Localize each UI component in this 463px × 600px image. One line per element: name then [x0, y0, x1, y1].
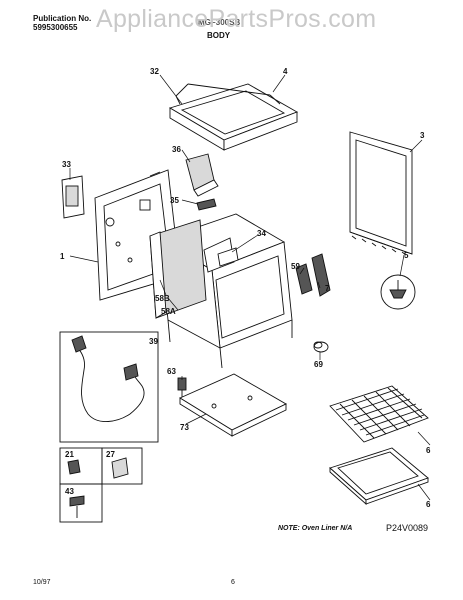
callout-label: 4	[283, 67, 288, 76]
callout-label: 21	[65, 450, 74, 459]
oven-body-part	[149, 213, 293, 369]
burner-knob-part	[313, 341, 329, 353]
model-number: MGF300SB	[198, 18, 241, 27]
callout-label: 6	[426, 446, 431, 455]
callout-label: 3	[420, 131, 425, 140]
callout-label: 69	[314, 360, 323, 369]
broiler-pan-part	[329, 447, 429, 506]
callout-label: 34	[257, 229, 266, 238]
publication-label: Publication No.	[33, 14, 92, 23]
callout-label: 43	[65, 487, 74, 496]
callout-label: 39	[149, 337, 158, 346]
bottom-panel-part	[179, 373, 287, 437]
callout-label: 32	[150, 67, 159, 76]
top-panel-part	[168, 83, 299, 151]
callout-label: 58B	[155, 294, 170, 303]
door-hinge-part	[295, 253, 331, 297]
small-parts-boxes	[59, 447, 143, 523]
callout-label: 59	[291, 262, 300, 271]
oven-rack-part	[329, 385, 429, 443]
callout-label: 5	[404, 251, 409, 260]
publication-number: 5995300655	[33, 23, 78, 32]
switch-bracket-part	[217, 247, 239, 267]
footer-date: 10/97	[33, 579, 51, 586]
callout-leaders	[69, 74, 431, 501]
power-cord-part	[59, 331, 159, 443]
section-title: BODY	[207, 31, 231, 40]
callout-label: 73	[180, 423, 189, 432]
callout-label: 58A	[161, 307, 176, 316]
callout-label: 36	[172, 145, 181, 154]
side-panel-part	[349, 131, 413, 256]
watermark: AppliancePartsPros.com	[96, 5, 377, 33]
callout-label: 1	[60, 252, 65, 261]
callout-label: 33	[62, 160, 71, 169]
vent-duct-part	[185, 153, 219, 197]
junction-box-part	[61, 175, 85, 219]
diagram-note: NOTE: Oven Liner N/A	[278, 525, 353, 532]
page-number: 6	[231, 579, 235, 586]
drawing-code: P24V0089	[386, 523, 429, 533]
callout-label: 27	[106, 450, 115, 459]
ignitor-part	[177, 377, 187, 398]
callout-label: 63	[167, 367, 176, 376]
callout-label: 7	[325, 284, 330, 293]
callout-label: 35	[170, 196, 179, 205]
callout-label: 6	[426, 500, 431, 509]
leveling-leg-part	[380, 274, 416, 310]
vent-plate-part	[196, 198, 217, 211]
